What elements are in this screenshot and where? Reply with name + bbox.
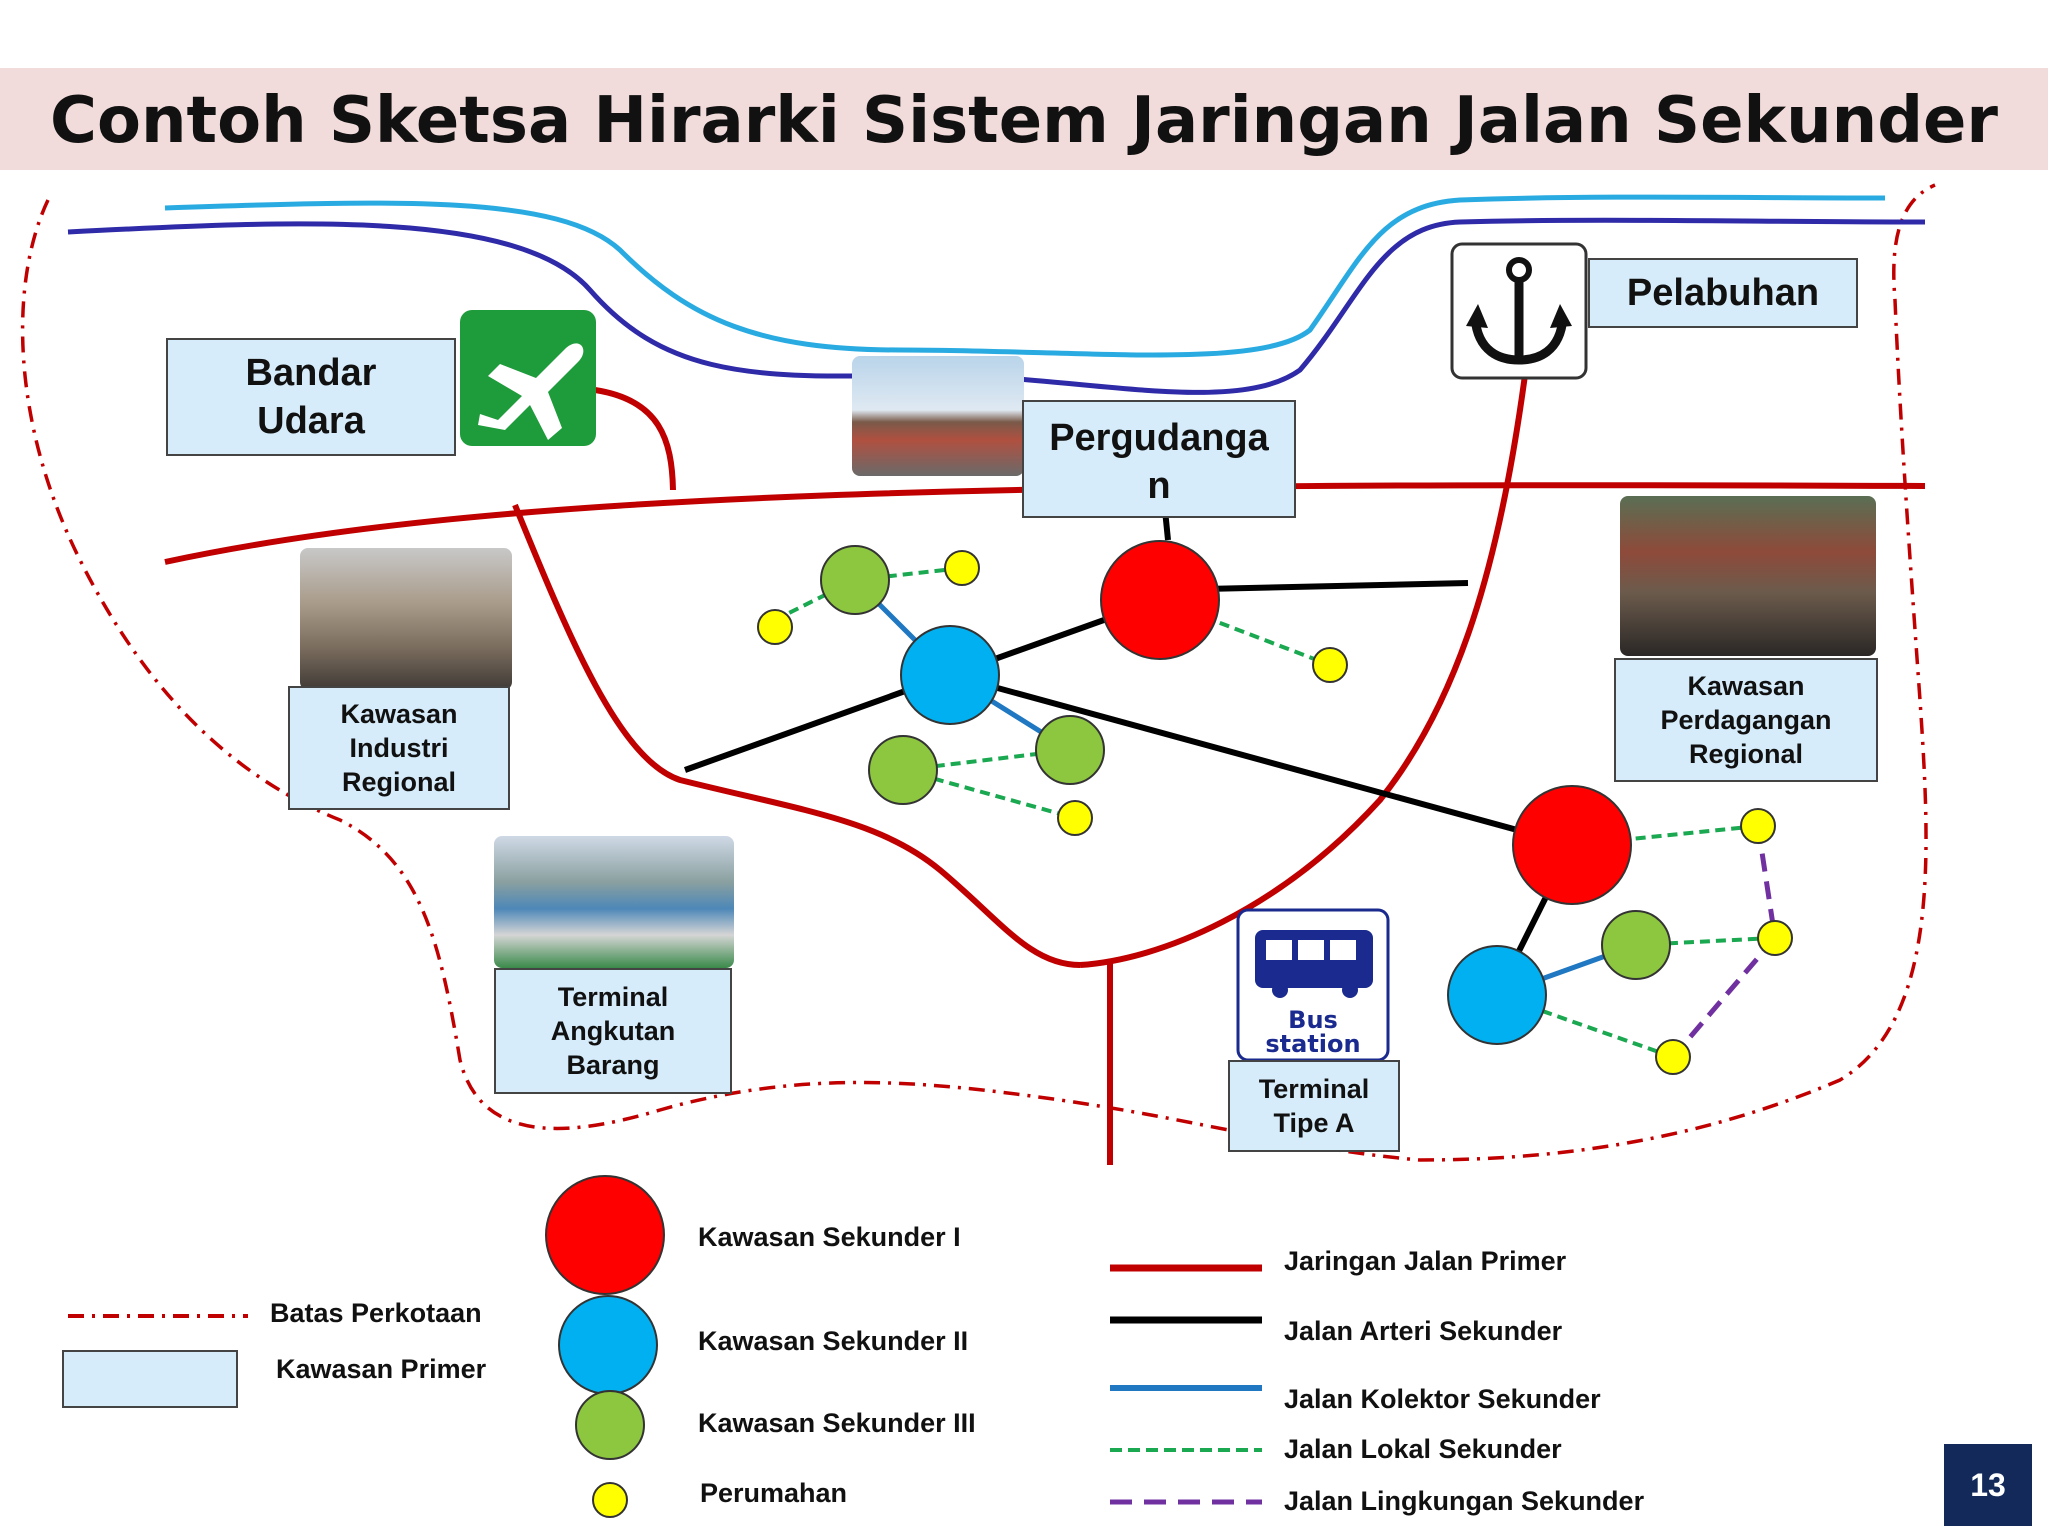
kawasan-sekunder-3-node <box>868 735 938 805</box>
primary-road-loop <box>512 503 1081 968</box>
industry-photo <box>300 548 512 690</box>
perumahan-node <box>1312 647 1348 683</box>
kawasan-sekunder-1-node <box>1100 540 1220 660</box>
bus-sign-line2: station <box>1265 1030 1360 1058</box>
legend-sekunder3-circle <box>575 1390 645 1460</box>
lokal-road-5 <box>902 768 1076 820</box>
legend-lingkungan-label: Jalan Lingkungan Sekunder <box>1284 1486 1645 1516</box>
kawasan-sekunder-1-node <box>1512 785 1632 905</box>
bus-station-icon: Bus station <box>1236 908 1390 1062</box>
legend-jalan-primer-label: Jaringan Jalan Primer <box>1284 1246 1567 1276</box>
kawasan-sekunder-3-node <box>820 545 890 615</box>
airplane-icon <box>460 310 596 446</box>
anchor-icon <box>1450 242 1588 380</box>
title-band <box>0 68 2048 170</box>
legend-sekunder3-label: Kawasan Sekunder III <box>698 1408 976 1438</box>
bandar-udara-label: Bandar Udara <box>245 352 377 442</box>
kawasan-industri-box: Kawasan Industri Regional <box>288 686 510 810</box>
legend-perumahan-circle <box>592 1482 628 1518</box>
legend-kolektor-label: Jalan Kolektor Sekunder <box>1284 1384 1601 1414</box>
warehouse-photo <box>852 356 1024 476</box>
terminal-angkutan-label: Terminal Angkutan Barang <box>550 982 676 1080</box>
pergudangan-box: Pergudanga n <box>1022 400 1296 518</box>
lokal-road-3 <box>1159 598 1331 667</box>
legend-primer-swatch <box>62 1350 238 1408</box>
perumahan-node <box>1057 800 1093 836</box>
terminal-tipe-a-label: Terminal Tipe A <box>1258 1074 1370 1138</box>
legend-sekunder1-label: Kawasan Sekunder I <box>698 1222 961 1252</box>
page-number-badge: 13 <box>1944 1444 2032 1526</box>
legend-batas-label: Batas Perkotaan <box>270 1298 482 1328</box>
arteri-road-4 <box>949 672 1573 848</box>
river-light <box>164 194 1886 358</box>
pelabuhan-box: Pelabuhan <box>1588 258 1858 328</box>
freight-terminal-photo <box>494 836 734 968</box>
kawasan-perdagangan-label: Kawasan Perdagangan Regional <box>1660 671 1832 769</box>
legend-arteri-label: Jalan Arteri Sekunder <box>1284 1316 1563 1346</box>
kawasan-sekunder-2-node <box>900 625 1000 725</box>
kawasan-sekunder-2-node <box>1447 945 1547 1045</box>
terminal-angkutan-box: Terminal Angkutan Barang <box>494 968 732 1094</box>
city-boundary <box>20 183 1936 1162</box>
kawasan-industri-label: Kawasan Industri Regional <box>340 699 458 797</box>
legend-perumahan-label: Perumahan <box>700 1478 848 1508</box>
pergudangan-label: Pergudanga n <box>1049 417 1269 507</box>
legend-primer-label: Kawasan Primer <box>276 1354 487 1384</box>
legend-sekunder2-label: Kawasan Sekunder II <box>698 1326 969 1356</box>
lingkungan-road-2 <box>1671 936 1777 1059</box>
legend-sekunder1-circle <box>545 1175 665 1295</box>
market-photo <box>1620 496 1876 656</box>
perumahan-node <box>757 609 793 645</box>
kawasan-sekunder-3-node <box>1035 715 1105 785</box>
primary-road-airport <box>594 387 676 491</box>
bandar-udara-box: Bandar Udara <box>166 338 456 456</box>
bus-sign-line1: Bus <box>1288 1006 1338 1034</box>
kawasan-sekunder-3-node <box>1601 910 1671 980</box>
perumahan-node <box>1757 920 1793 956</box>
primary-road-main <box>164 482 1926 565</box>
kawasan-perdagangan-box: Kawasan Perdagangan Regional <box>1614 658 1878 782</box>
river-dark <box>67 217 1926 395</box>
pelabuhan-label: Pelabuhan <box>1626 271 1820 314</box>
lingkungan-road-1 <box>1755 825 1778 939</box>
perumahan-node <box>944 550 980 586</box>
legend-sekunder2-circle <box>558 1295 658 1395</box>
perumahan-node <box>1655 1039 1691 1075</box>
perumahan-node <box>1740 808 1776 844</box>
lokal-road-4 <box>902 748 1071 772</box>
legend-lokal-label: Jalan Lokal Sekunder <box>1284 1434 1562 1464</box>
terminal-tipe-a-box: Terminal Tipe A <box>1228 1060 1400 1152</box>
page-title: Contoh Sketsa Hirarki Sistem Jaringan Ja… <box>50 84 1998 158</box>
